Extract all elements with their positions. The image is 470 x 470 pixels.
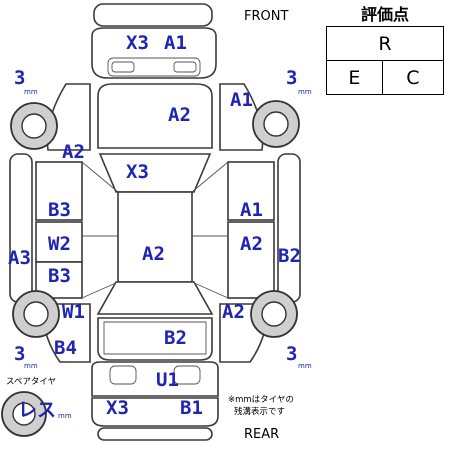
code-left-pillar: W2 [48, 233, 71, 255]
code-hood: A2 [168, 104, 191, 126]
right-side-sill [277, 153, 301, 303]
code-front-fender-left: A2 [62, 141, 85, 163]
grade-interior: E [326, 60, 383, 95]
front-label: FRONT [244, 9, 288, 24]
code-right-rear-door: A2 [240, 233, 263, 255]
code-left-front-door: B3 [48, 199, 71, 221]
code-roof: A2 [142, 243, 165, 265]
code-rear-bumper-right: B1 [180, 397, 203, 419]
left-door-lines [81, 161, 119, 299]
tread-rear-left-unit: mm [24, 362, 38, 370]
tread-rear-left-value: 3 [14, 343, 25, 365]
tread-rear-right-unit: mm [298, 362, 312, 370]
spare-tire [1, 391, 47, 437]
tread-spare-value: レス [18, 399, 56, 421]
rear-bumper [91, 397, 219, 427]
tread-note-line1: ※mmはタイヤの [228, 395, 294, 405]
left-front-door [35, 161, 83, 221]
rear-left-tire [12, 290, 60, 338]
rear-label: REAR [244, 427, 279, 442]
code-right-side-sill: B2 [278, 245, 301, 267]
front-right-tire [252, 100, 300, 148]
left-pillar [35, 221, 83, 263]
code-left-side-sill: A3 [8, 247, 31, 269]
tread-front-right-value: 3 [286, 67, 297, 89]
rear-right-tire [250, 290, 298, 338]
tread-front-left-value: 3 [14, 67, 25, 89]
tread-front-left-unit: mm [24, 88, 38, 96]
left-side-sill [9, 153, 33, 303]
right-rear-door [227, 221, 275, 299]
grade-panel: 評価点 R E C [326, 4, 445, 95]
tread-front-right-unit: mm [298, 88, 312, 96]
rear-window [96, 281, 214, 315]
tread-rear-right-value: 3 [286, 343, 297, 365]
tread-spare-unit: mm [58, 412, 72, 420]
grade-overall: R [326, 26, 444, 61]
tread-note-line2: 残溝表示です [234, 406, 285, 417]
trunk-lid [97, 317, 213, 361]
left-tail-lamp [109, 365, 137, 385]
code-front-bumper-right: A1 [164, 32, 187, 54]
code-rear-panel: U1 [156, 369, 179, 391]
grade-exterior: C [381, 60, 445, 95]
right-door-lines [191, 161, 229, 299]
hood [97, 83, 213, 149]
front-bumper-bar [93, 3, 213, 27]
trunk-inner-line [103, 321, 207, 355]
rear-bumper-bar [97, 427, 213, 441]
right-front-door [227, 161, 275, 221]
windshield [98, 153, 212, 193]
code-right-quarter: A2 [222, 301, 245, 323]
code-front-bumper-left: X3 [126, 32, 149, 54]
front-bumper [91, 27, 217, 79]
left-headlight [111, 61, 135, 73]
grade-title: 評価点 [360, 5, 409, 24]
code-front-fender-right: A1 [230, 89, 253, 111]
grade-table: R E C [326, 26, 445, 95]
right-headlight [173, 61, 197, 73]
code-left-quarter: B4 [54, 337, 77, 359]
code-left-rear-door: B3 [48, 265, 71, 287]
front-grille [107, 57, 201, 77]
code-windshield: X3 [126, 161, 149, 183]
right-tail-lamp [173, 365, 201, 385]
code-left-rear-wheel-arch: W1 [62, 301, 85, 323]
spare-tire-label: スペアタイヤ [6, 377, 56, 387]
front-left-tire [10, 102, 58, 150]
rear-panel [91, 361, 219, 397]
code-right-front-door: A1 [240, 199, 263, 221]
code-rear-bumper-left: X3 [106, 397, 129, 419]
code-trunk: B2 [164, 327, 187, 349]
roof [117, 191, 193, 283]
